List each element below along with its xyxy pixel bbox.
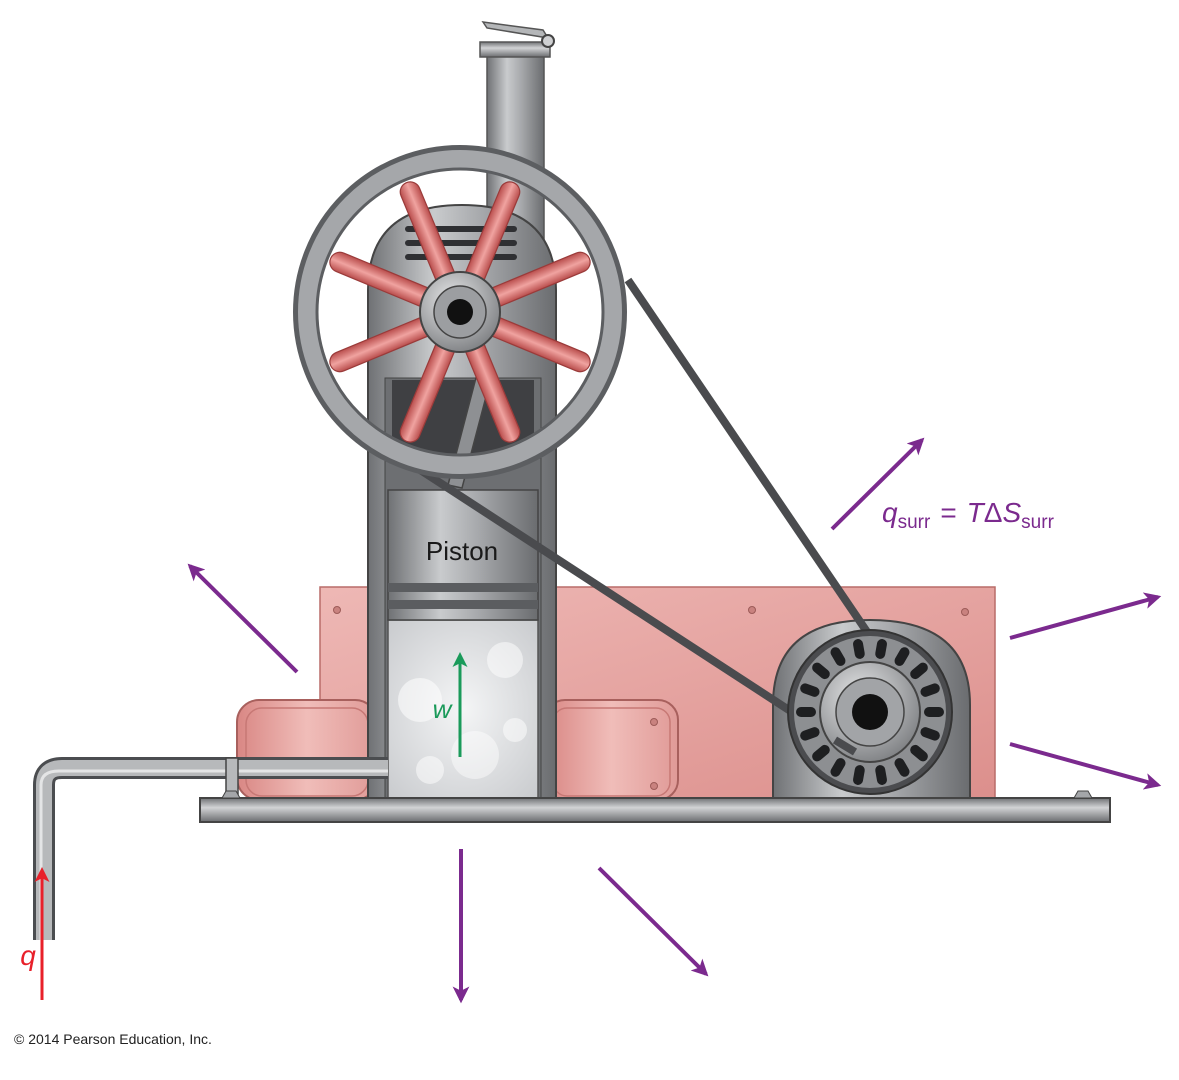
t-symbol: T: [967, 497, 986, 528]
rotor-slot: [894, 647, 910, 666]
q-surr-subscript: surr: [898, 512, 931, 533]
rotor-slot: [812, 744, 830, 762]
heat-out-arrows: [187, 437, 1162, 1004]
rotor-slot: [875, 639, 887, 659]
rotor-slot: [920, 727, 940, 741]
base-plate: [199, 790, 1111, 823]
drive-belt: [402, 277, 882, 744]
work-label: w: [433, 694, 454, 724]
rotor-slot: [920, 683, 940, 697]
heat-out-arrow-upper-left: [187, 563, 299, 674]
rotor-slot: [796, 707, 816, 717]
rotor-slot: [910, 744, 928, 762]
rotor-slot: [875, 765, 887, 785]
q-surr-symbol: q: [882, 497, 898, 528]
gas-chamber: [387, 619, 539, 799]
front-panel-right: [544, 699, 679, 801]
rotor-slot: [812, 662, 830, 680]
rotor-slot: [830, 758, 846, 777]
piston: Piston: [387, 489, 539, 621]
rotor-slots: [796, 639, 944, 785]
heat-out-arrow-right-lower: [1009, 742, 1162, 790]
heat-out-arrow-right-upper: [1009, 592, 1162, 640]
s-symbol: S: [1002, 497, 1021, 528]
entropy-equation: qsurr=TΔSsurr: [882, 497, 1055, 533]
rotor-slot: [910, 662, 928, 680]
heat-in-label: q: [20, 940, 36, 971]
heat-out-arrow-down-right: [597, 866, 709, 977]
front-panel-left: [236, 699, 378, 801]
piston-label: Piston: [426, 536, 498, 566]
s-surr-subscript: surr: [1021, 512, 1054, 533]
rotor-slot: [924, 707, 944, 717]
copyright-notice: © 2014 Pearson Education, Inc.: [14, 1031, 212, 1047]
rotor-slot: [853, 639, 865, 659]
equals-sign: =: [940, 497, 956, 528]
rotor-slot: [800, 727, 820, 741]
rotor-slot: [894, 758, 910, 777]
rotor-slot: [800, 683, 820, 697]
heat-out-arrow-upper-right: [830, 437, 925, 531]
flywheel: [293, 145, 627, 479]
delta-symbol: Δ: [984, 497, 1003, 528]
rotor-slot: [830, 647, 846, 666]
heat-input-pipe: [33, 757, 388, 940]
generator-rotor: [787, 629, 953, 795]
rotor-slot: [853, 765, 865, 785]
